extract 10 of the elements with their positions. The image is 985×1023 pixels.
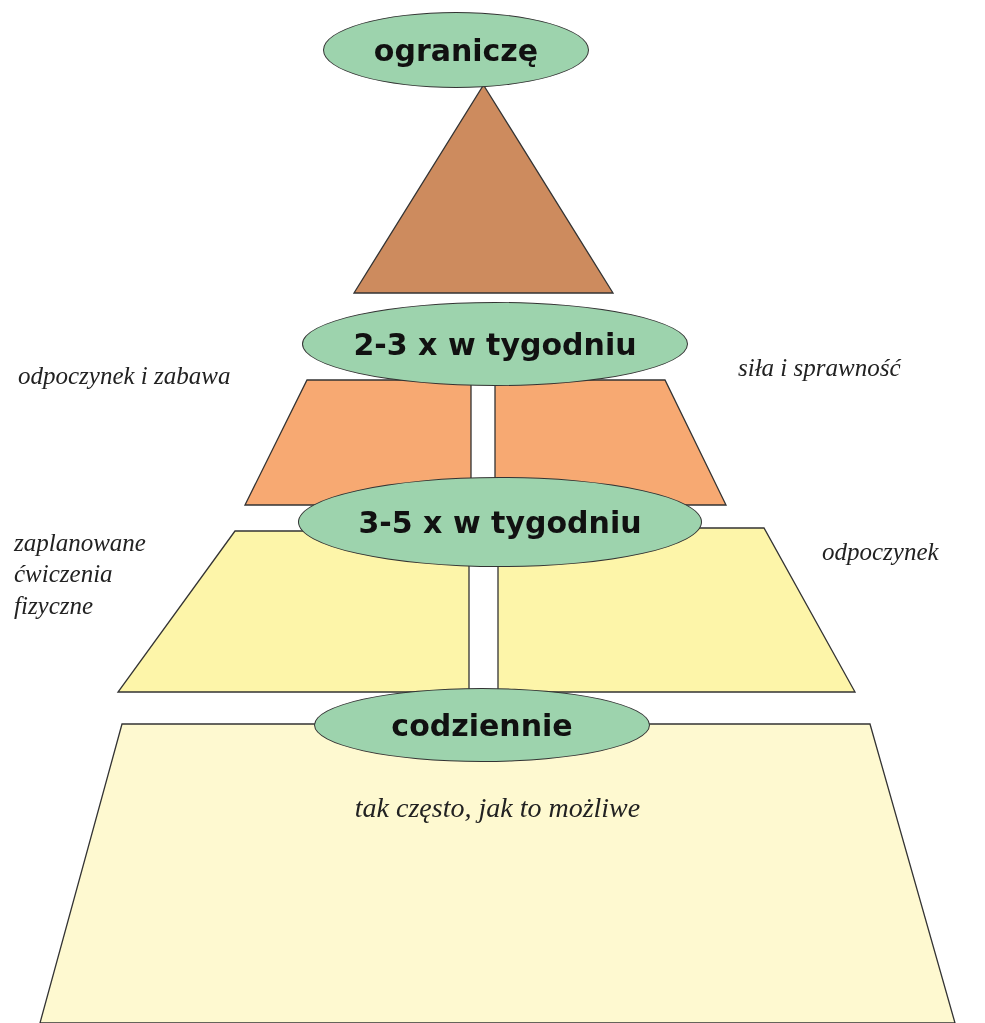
triangle-shape bbox=[354, 85, 613, 293]
side-label: zaplanowane ćwiczenia fizyczne bbox=[14, 528, 147, 621]
side-label: odpoczynek bbox=[822, 537, 940, 567]
side-label: siła i sprawność bbox=[738, 353, 902, 383]
frequency-label: 3-5 x w tygodniu bbox=[358, 504, 642, 540]
side-label: odpoczynek i zabawa bbox=[18, 361, 232, 391]
frequency-note: tak często, jak to możliwe bbox=[353, 792, 642, 824]
frequency-label: ograniczę bbox=[373, 32, 539, 68]
frequency-label: 2-3 x w tygodniu bbox=[353, 326, 637, 362]
frequency-label: codziennie bbox=[391, 707, 573, 743]
